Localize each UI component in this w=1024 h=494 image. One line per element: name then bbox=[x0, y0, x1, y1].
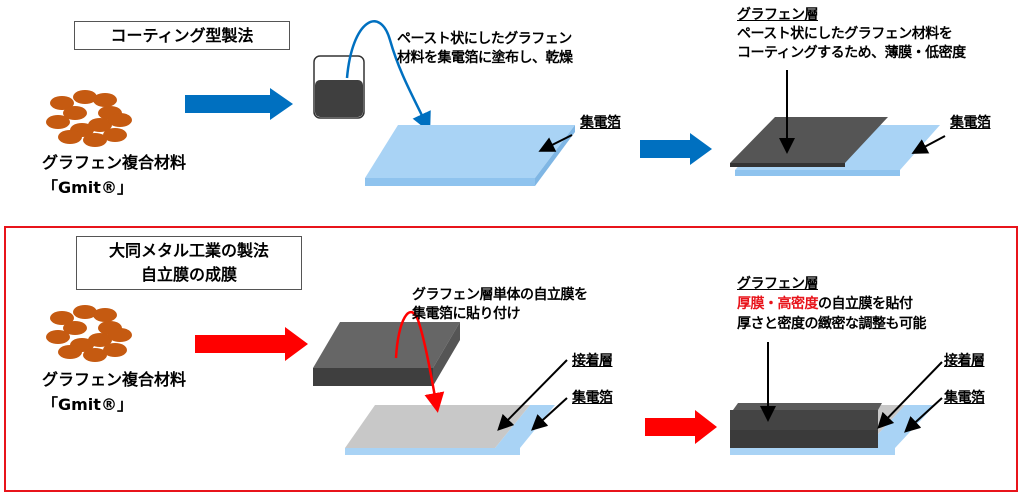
result-text: の自立膜を貼付 bbox=[818, 296, 913, 312]
result-note-line1: ペースト状にしたグラフェン材料を bbox=[737, 26, 953, 42]
coating-pour-arrow bbox=[345, 20, 431, 133]
material-brand: 「Gmit®」 bbox=[42, 395, 133, 414]
graphene-particles-bottom bbox=[46, 305, 132, 362]
result-note-line2: 厚さと密度の緻密な調整も可能 bbox=[737, 316, 927, 332]
graphene-layer-label: グラフェン層 bbox=[737, 7, 819, 23]
adhesive-label: 接着層 bbox=[572, 353, 613, 369]
process-arrow-red-2 bbox=[645, 410, 717, 444]
process-arrow-blue-2 bbox=[640, 133, 712, 165]
foil-label: 集電箔 bbox=[944, 390, 985, 406]
pointer-arrow bbox=[497, 359, 568, 431]
adhesive-on-foil bbox=[345, 405, 555, 455]
material-name: グラフェン複合材料 bbox=[42, 370, 187, 389]
foil-label: 集電箔 bbox=[950, 115, 991, 131]
process-arrow-red-1 bbox=[195, 327, 308, 361]
current-collector-foil bbox=[365, 125, 575, 186]
coating-method-title: コーティング型製法 bbox=[74, 21, 290, 50]
adhesive-label: 接着層 bbox=[944, 353, 985, 369]
title-line1: 大同メタル工業の製法 bbox=[108, 241, 269, 260]
material-name: グラフェン複合材料 bbox=[42, 153, 187, 172]
pointer-arrow bbox=[538, 134, 573, 152]
coated-foil bbox=[730, 117, 940, 176]
graphene-film-block bbox=[313, 322, 460, 386]
step-note-line1: グラフェン層単体の自立膜を bbox=[412, 287, 588, 303]
foil-label: 集電箔 bbox=[572, 390, 613, 406]
foil-label: 集電箔 bbox=[580, 115, 621, 131]
attach-arrow bbox=[394, 310, 445, 413]
pointer-arrow bbox=[911, 135, 946, 154]
step-note-line2: 材料を集電箔に塗布し、乾燥 bbox=[397, 50, 573, 66]
result-note-line2: コーティングするため、薄膜・低密度 bbox=[737, 45, 966, 61]
pointer-arrow bbox=[904, 397, 943, 433]
title-line2: 自立膜の成膜 bbox=[140, 265, 237, 284]
pointer-arrow bbox=[877, 361, 943, 429]
step-note-line2: 集電箔に貼り付け bbox=[412, 306, 521, 322]
title-text: コーティング型製法 bbox=[110, 25, 254, 45]
graphene-particles-top bbox=[46, 90, 132, 147]
step-note-line1: ペースト状にしたグラフェン bbox=[397, 31, 572, 47]
highlight-frame bbox=[4, 226, 1018, 492]
material-brand: 「Gmit®」 bbox=[42, 178, 133, 197]
pointer-arrow bbox=[531, 397, 568, 431]
process-arrow-blue-1 bbox=[185, 88, 293, 120]
beaker-icon bbox=[313, 55, 365, 119]
emphasis-text: 厚膜・高密度 bbox=[737, 296, 819, 312]
graphene-layer-label: グラフェン層 bbox=[737, 276, 819, 292]
daido-method-title: 大同メタル工業の製法 自立膜の成膜 bbox=[76, 236, 302, 290]
result-note-line1: 厚膜・高密度の自立膜を貼付 bbox=[737, 295, 913, 314]
